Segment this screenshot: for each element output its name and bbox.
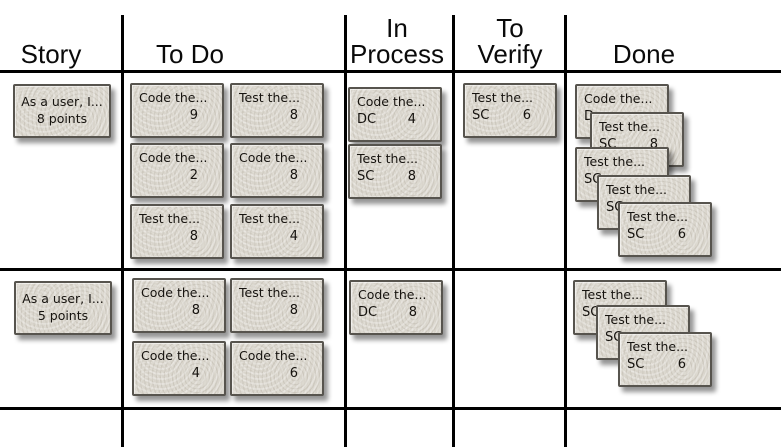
grid-hline-row2-bottom: [0, 407, 781, 410]
card-title: Code the...: [357, 94, 426, 109]
card-tag: SC: [627, 357, 645, 372]
card-meta: 6: [232, 364, 322, 382]
card-title: Code the...: [239, 150, 308, 165]
task-card-todo[interactable]: Code the... 4: [132, 341, 226, 396]
card-points: 8: [189, 229, 198, 244]
column-header-story: Story: [20, 39, 82, 69]
story-card[interactable]: As a user, I... 5 points: [14, 281, 112, 335]
grid-vline-inprocess-toverify: [452, 15, 455, 447]
card-meta: 8: [232, 166, 322, 184]
task-card-in-process[interactable]: Code the... DC 4: [348, 87, 442, 142]
task-card-todo[interactable]: Code the... 9: [130, 83, 224, 138]
card-tag: SC: [582, 305, 600, 320]
grid-vline-story-todo: [121, 15, 124, 447]
card-title: Code the...: [141, 348, 210, 363]
card-points: 8: [289, 108, 298, 123]
card-points: 4: [407, 112, 416, 127]
task-card-todo[interactable]: Test the... 8: [230, 278, 324, 333]
story-card[interactable]: As a user, I... 8 points: [13, 84, 111, 138]
card-meta: 9: [132, 106, 222, 124]
grid-hline-header: [0, 70, 781, 73]
grid-vline-toverify-done: [564, 15, 567, 447]
card-meta: SC: [575, 303, 665, 321]
card-points: 6: [677, 357, 686, 372]
story-card-title: As a user, I...: [22, 291, 104, 306]
card-meta: 8: [132, 227, 222, 245]
card-tag: SC: [472, 108, 490, 123]
column-header-todo: To Do: [156, 39, 224, 69]
card-points: 8: [408, 305, 417, 320]
task-card-todo[interactable]: Code the... 6: [230, 341, 324, 396]
card-title: Test the...: [239, 90, 301, 105]
column-header-in-process: In Process: [350, 13, 444, 69]
card-points: 4: [289, 229, 298, 244]
card-points: 8: [649, 137, 658, 152]
grid-hline-row1-row2: [0, 268, 781, 271]
card-points: 4: [191, 366, 200, 381]
card-meta: 4: [232, 227, 322, 245]
card-title: Test the...: [627, 209, 689, 224]
card-tag: DC: [357, 112, 377, 127]
story-card-points: 5 points: [37, 308, 89, 323]
card-title: Test the...: [472, 90, 534, 105]
card-title: Test the...: [357, 151, 419, 166]
card-title: Test the...: [584, 154, 646, 169]
card-title: Code the...: [139, 90, 208, 105]
card-meta: 8: [232, 106, 322, 124]
card-meta: D: [577, 107, 667, 125]
card-points: 8: [407, 169, 416, 184]
card-points: 8: [289, 168, 298, 183]
card-title: Code the...: [239, 348, 308, 363]
task-card-to-verify[interactable]: Test the... SC 6: [463, 83, 557, 138]
card-points: 9: [189, 108, 198, 123]
card-title: Test the...: [606, 182, 668, 197]
card-meta: 4: [134, 364, 224, 382]
card-title: Test the...: [599, 119, 661, 134]
card-tag: DC: [358, 305, 378, 320]
task-card-todo[interactable]: Test the... 4: [230, 204, 324, 259]
card-title: Test the...: [582, 287, 644, 302]
card-meta: 8: [134, 301, 224, 319]
card-points: 8: [289, 303, 298, 318]
card-title: Code the...: [358, 287, 427, 302]
grid-vline-todo-inprocess: [344, 15, 347, 447]
card-tag: D: [584, 109, 595, 124]
task-card-in-process[interactable]: Code the... DC 8: [349, 280, 443, 335]
card-title: Test the...: [605, 312, 667, 327]
card-title: Test the...: [239, 211, 301, 226]
task-card-in-process[interactable]: Test the... SC 8: [348, 144, 442, 199]
card-meta: SC 8: [350, 167, 440, 185]
card-meta: 2: [132, 166, 222, 184]
card-points: 2: [189, 168, 198, 183]
card-title: Test the...: [139, 211, 201, 226]
card-title: Code the...: [139, 150, 208, 165]
task-card-done[interactable]: Test the... SC 6: [618, 332, 712, 387]
card-points: 6: [522, 108, 531, 123]
card-tag: SC: [627, 227, 645, 242]
card-points: 8: [191, 303, 200, 318]
column-header-done: Done: [612, 39, 676, 69]
task-card-todo[interactable]: Code the... 8: [230, 143, 324, 198]
task-card-todo[interactable]: Code the... 8: [132, 278, 226, 333]
card-meta: 8: [232, 301, 322, 319]
card-title: Test the...: [239, 285, 301, 300]
task-card-todo[interactable]: Code the... 2: [130, 143, 224, 198]
task-card-todo[interactable]: Test the... 8: [230, 83, 324, 138]
card-meta: SC 6: [465, 106, 555, 124]
task-card-done[interactable]: Test the... SC 6: [618, 202, 712, 257]
column-header-to-verify: To Verify: [477, 13, 543, 69]
card-meta: SC 6: [620, 225, 710, 243]
card-title: Code the...: [141, 285, 210, 300]
card-points: 6: [289, 366, 298, 381]
task-card-todo[interactable]: Test the... 8: [130, 204, 224, 259]
card-meta: DC 8: [351, 303, 441, 321]
card-title: Test the...: [627, 339, 689, 354]
card-title: Code the...: [584, 91, 653, 106]
card-meta: DC 4: [350, 110, 440, 128]
card-tag: SC: [357, 169, 375, 184]
story-card-title: As a user, I...: [21, 94, 103, 109]
card-points: 6: [677, 227, 686, 242]
card-meta: SC 6: [620, 355, 710, 373]
story-card-points: 8 points: [36, 111, 88, 126]
